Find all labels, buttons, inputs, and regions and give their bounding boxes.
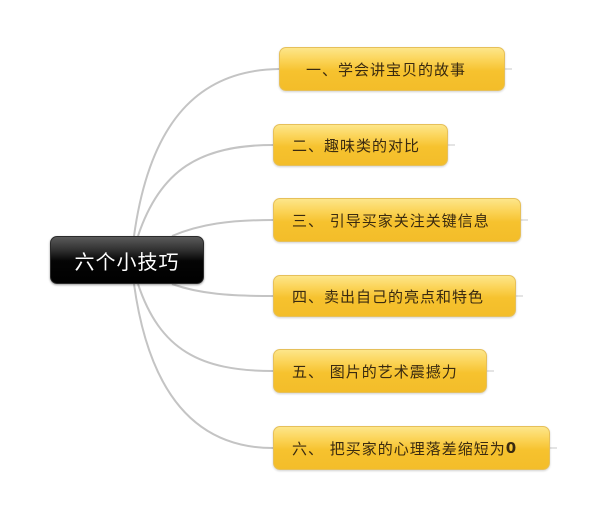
branch-label: 三、 引导买家关注关键信息: [292, 211, 490, 230]
branch-topic-3[interactable]: 三、 引导买家关注关键信息: [273, 198, 521, 242]
connector-4: [171, 283, 274, 297]
branch-label: 二、趣味类的对比: [292, 136, 421, 155]
connector-5: [137, 283, 274, 372]
connector-2: [137, 144, 274, 237]
branch-topic-1[interactable]: 一、学会讲宝贝的故事: [279, 47, 505, 91]
branch-label: 五、 图片的艺术震撼力: [292, 362, 458, 381]
branch-label: 六、 把买家的心理落差缩短为: [292, 439, 506, 458]
branch-label-number: 0: [505, 439, 518, 457]
branch-label: 一、学会讲宝贝的故事: [306, 60, 467, 79]
central-topic[interactable]: 六个小技巧: [50, 236, 204, 284]
branch-topic-2[interactable]: 二、趣味类的对比: [273, 124, 448, 166]
central-topic-label: 六个小技巧: [74, 249, 180, 274]
branch-topic-4[interactable]: 四、卖出自己的亮点和特色: [273, 275, 516, 317]
branch-topic-5[interactable]: 五、 图片的艺术震撼力: [273, 349, 487, 393]
connector-6: [133, 283, 274, 449]
branch-label: 四、卖出自己的亮点和特色: [292, 287, 485, 306]
connector-1: [133, 68, 280, 237]
connector-3: [171, 219, 274, 237]
